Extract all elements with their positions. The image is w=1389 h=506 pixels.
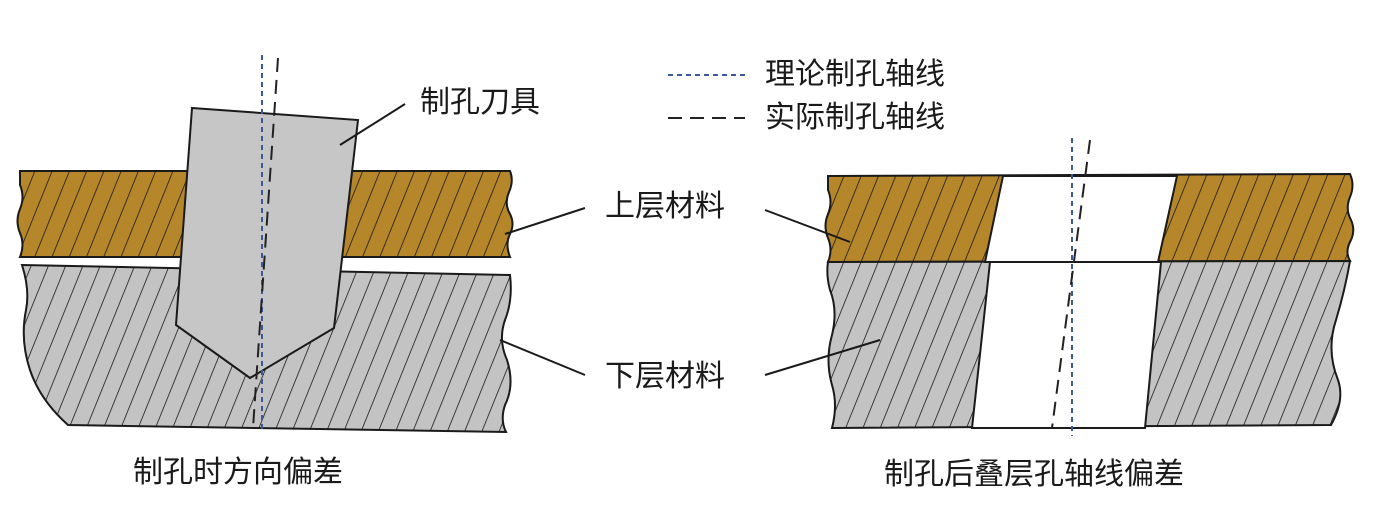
legend-theoretical-axis-label: 理论制孔轴线 [765, 57, 945, 92]
actual-axis-line-right [1051, 139, 1091, 429]
upper-material-leader-left [504, 207, 586, 235]
legend-actual-axis-label: 实际制孔轴线 [765, 100, 945, 135]
legend [668, 74, 745, 119]
actual-axis-line-left [252, 57, 279, 429]
left-panel [16, 55, 586, 434]
lower-material-leader-left [499, 339, 586, 376]
right-panel [764, 138, 1355, 436]
lower-material-leader-right [764, 339, 881, 376]
left-caption: 制孔时方向偏差 [133, 455, 343, 490]
drilled-hole-upper [983, 175, 1179, 263]
right-caption: 制孔后叠层孔轴线偏差 [884, 457, 1184, 492]
drilled-hole-lower [970, 261, 1163, 429]
upper-material-label: 上层材料 [605, 189, 725, 224]
drill-tool-label: 制孔刀具 [420, 85, 540, 120]
upper-material-leader-right [764, 209, 851, 243]
drill-tool [174, 106, 360, 380]
drill-tool-leader [339, 103, 406, 146]
lower-material-label: 下层材料 [605, 359, 725, 394]
